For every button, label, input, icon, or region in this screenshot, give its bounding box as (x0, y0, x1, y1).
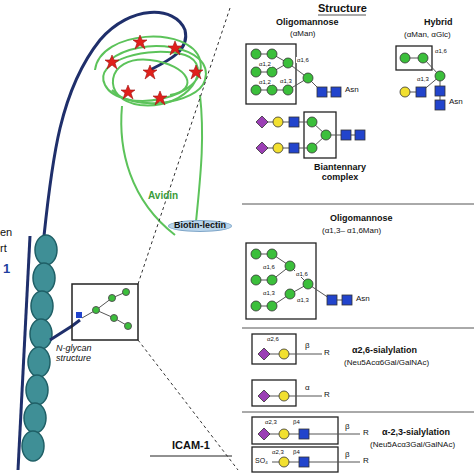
label-text: β4 (292, 449, 301, 455)
label-text: α1,3 (296, 297, 310, 303)
label-text: Hybrid (424, 18, 453, 28)
label-text: Avidin (148, 190, 178, 201)
red-stars (105, 35, 203, 105)
label-text: β4 (292, 419, 301, 425)
label-text: R (324, 349, 330, 358)
label-text: β (304, 342, 311, 351)
label-text: (Neu5Acα3Gal/GalNAc) (370, 441, 455, 450)
label-text: α-2,3-sialylation (382, 428, 450, 438)
label-text: rt (0, 242, 7, 254)
label-text: α1,6 (434, 48, 448, 54)
label-text: Asn (449, 98, 463, 107)
label-text: α (304, 384, 311, 393)
label-text: (αMan) (290, 30, 316, 39)
lectin-label: Biotin-lectin (169, 221, 231, 231)
label-text: α2,6 (266, 336, 280, 342)
lectin-blob: Biotin-lectin (168, 220, 232, 232)
label-text: Oligomannose (276, 18, 339, 28)
avidin-loops (95, 37, 206, 235)
label-text: α1,3 (279, 78, 293, 84)
label-text: (Neu5Acα6Gal/GalNAc) (344, 359, 429, 368)
label-text: β (344, 423, 351, 432)
label-text: N-glycan structure (56, 344, 120, 364)
label-text: (αMan, αGlc) (404, 31, 451, 40)
label-text: α1,6 (262, 264, 276, 270)
label-text: α2,3 (264, 419, 278, 425)
label-text: α1,6 (296, 57, 310, 63)
label-text: Oligomannose (330, 214, 393, 224)
label-text: α1,2 (258, 61, 272, 67)
label-text: α1,2 (258, 79, 272, 85)
label-text: ICAM-1 (172, 439, 210, 451)
title: Structure (318, 2, 367, 14)
label-text: α1,6 (295, 271, 309, 277)
label-text: R (363, 457, 369, 466)
label-text: R (363, 429, 369, 438)
label-text: (α1,3– α1,6Man) (322, 227, 381, 236)
label-text: 1 (3, 262, 10, 276)
label-text: α1,3 (416, 76, 430, 82)
label-text: R (324, 391, 330, 400)
label-text: Biantennary complex (300, 163, 380, 183)
label-text: Asn (345, 86, 359, 95)
label-text: α2,3 (271, 449, 285, 455)
label-text: α1,3 (262, 290, 276, 296)
label-text: SO₄ (254, 457, 269, 464)
label-text: β (344, 451, 351, 460)
label-text: Asn (356, 295, 370, 304)
label-text: α2,6-sialylation (352, 346, 417, 356)
label-text: en (0, 226, 12, 238)
